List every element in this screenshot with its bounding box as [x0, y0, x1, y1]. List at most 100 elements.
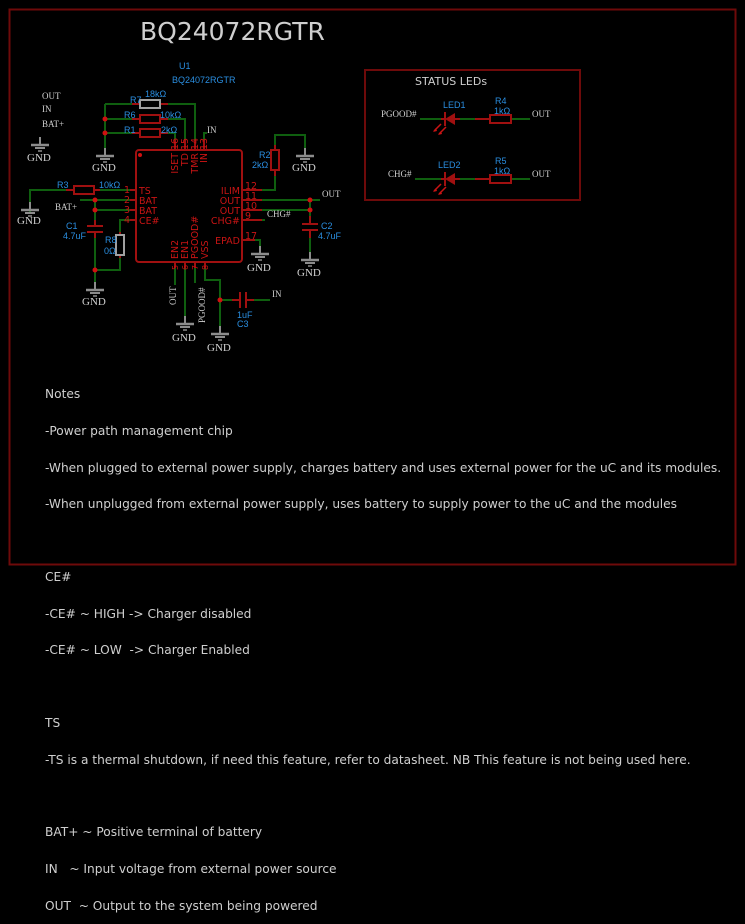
pin-name-ts: TS [138, 186, 151, 197]
ground-epad [249, 244, 271, 262]
c3-ref: C3 [237, 319, 249, 329]
pin-num-16: 16 [170, 138, 181, 150]
r1-ref: R1 [124, 125, 136, 135]
ground-c1 [84, 280, 106, 298]
net-out-led1: OUT [532, 109, 551, 119]
ground-c2 [299, 250, 321, 268]
led2[interactable] [433, 172, 460, 195]
notes-line: -When plugged to external power supply, … [45, 460, 722, 475]
pin-name-bat-3: BAT [139, 206, 157, 217]
net-chg-led: CHG# [388, 169, 412, 179]
pin-name-td: TD [180, 153, 191, 167]
ground-en1 [174, 314, 196, 332]
pin-num-17: 17 [245, 231, 257, 242]
gnd-label: GND [297, 267, 321, 279]
resistor-r7[interactable] [132, 99, 168, 109]
legend-net-labels: OUT IN BAT+ [42, 91, 64, 129]
pin-name-en2: EN2 [170, 240, 181, 259]
schematic-sheet: BQ24072RGTR U1 BQ24072RGTR OUT IN BAT+ G… [8, 8, 737, 566]
capacitor-c2[interactable] [302, 216, 318, 238]
gnd-label: GND [207, 342, 231, 354]
gnd-label: GND [17, 215, 41, 227]
notes-line: Notes [45, 387, 81, 402]
resistor-r1[interactable] [132, 128, 168, 138]
net-out-bottom: OUT [168, 286, 178, 305]
sheet-title: BQ24072RGTR [140, 17, 325, 46]
net-pgood-bottom: PGOOD# [197, 287, 207, 323]
pin-num-12: 12 [245, 181, 257, 192]
gnd-label: GND [292, 162, 316, 174]
r2-ref: R2 [259, 150, 271, 160]
legend-in: IN [42, 104, 52, 114]
pin-name-chg: CHG# [211, 216, 240, 227]
chip-u1[interactable]: 1 2 3 4 TS BAT BAT CE# ILIM OUT OUT CHG#… [124, 138, 262, 270]
r3-value: 10kΩ [99, 180, 121, 190]
chip-value: BQ24072RGTR [172, 75, 236, 85]
notes-line: -When unplugged from external power supp… [45, 497, 677, 512]
r7-ref: R7 [130, 95, 142, 105]
pin-num-14: 14 [190, 138, 201, 150]
status-leds-title: STATUS LEDs [415, 75, 487, 88]
gnd-label: GND [92, 162, 116, 174]
legend-bat: BAT+ [42, 119, 64, 129]
pin-num-1: 1 [124, 185, 130, 196]
ground-r2 [294, 146, 316, 164]
resistor-r4[interactable] [475, 114, 512, 124]
legend-out: OUT [42, 91, 61, 101]
led1[interactable] [433, 112, 460, 135]
notes-line: TS [45, 715, 61, 730]
chip-ref: U1 [179, 61, 191, 71]
pin-name-ilim: ILIM [221, 186, 240, 197]
capacitor-c1[interactable] [87, 220, 103, 238]
r6-value: 10kΩ [160, 110, 182, 120]
pin-name-en1: EN1 [180, 240, 191, 259]
r8-ref: R8 [105, 235, 117, 245]
ground-r3 [19, 200, 41, 218]
resistor-r8[interactable] [115, 232, 125, 258]
notes-line: BAT+ ~ Positive terminal of battery [45, 825, 263, 840]
net-in-c3: IN [272, 289, 282, 299]
pin-num-2: 2 [124, 195, 130, 206]
notes-blank [45, 790, 721, 802]
net-chg-chip: CHG# [267, 209, 291, 219]
pin-num-3: 3 [124, 205, 130, 216]
capacitor-c3[interactable] [232, 292, 254, 308]
pin-name-iset: ISET [170, 153, 181, 174]
gnd-label: GND [247, 262, 271, 274]
led2-ref: LED2 [438, 160, 461, 170]
pin-name-bat-2: BAT [139, 196, 157, 207]
notes-line: CE# [45, 569, 72, 584]
ground-r-bus [94, 146, 116, 164]
pin-num-8: 8 [201, 265, 210, 270]
pin-num-11: 11 [245, 191, 257, 202]
r4-ref: R4 [495, 96, 507, 106]
net-out-right: OUT [322, 189, 341, 199]
resistor-r5[interactable] [475, 174, 512, 184]
pin-name-pgood: PGOOD# [190, 216, 201, 259]
gnd-label: GND [27, 152, 51, 164]
c2-ref: C2 [321, 221, 333, 231]
notes-line: OUT ~ Output to the system being powered [45, 898, 318, 913]
pin-num-9: 9 [245, 211, 251, 222]
r4-value: 1kΩ [494, 106, 511, 116]
resistor-r2[interactable] [270, 145, 280, 176]
notes-line: IN ~ Input voltage from external power s… [45, 861, 337, 876]
r5-value: 1kΩ [494, 166, 511, 176]
r2-value: 2kΩ [252, 160, 269, 170]
c1-ref: C1 [66, 221, 78, 231]
status-leds-frame [364, 69, 581, 201]
r1-value: 2kΩ [161, 125, 178, 135]
pin1-marker [138, 153, 142, 157]
led1-ref: LED1 [443, 100, 466, 110]
resistor-r6[interactable] [132, 114, 168, 124]
resistor-r3[interactable] [66, 185, 100, 195]
pin-num-6: 6 [181, 265, 190, 270]
gnd-label: GND [172, 332, 196, 344]
notes-line: -Power path management chip [45, 424, 233, 438]
notes-line: -CE# ~ HIGH -> Charger disabled [45, 606, 252, 621]
pin-name-in: IN [199, 153, 210, 163]
pin-num-4: 4 [124, 215, 130, 226]
pin-name-tmr: TMR [190, 153, 201, 175]
pin-name-out-10: OUT [220, 206, 240, 217]
pin-num-13: 13 [199, 138, 210, 150]
